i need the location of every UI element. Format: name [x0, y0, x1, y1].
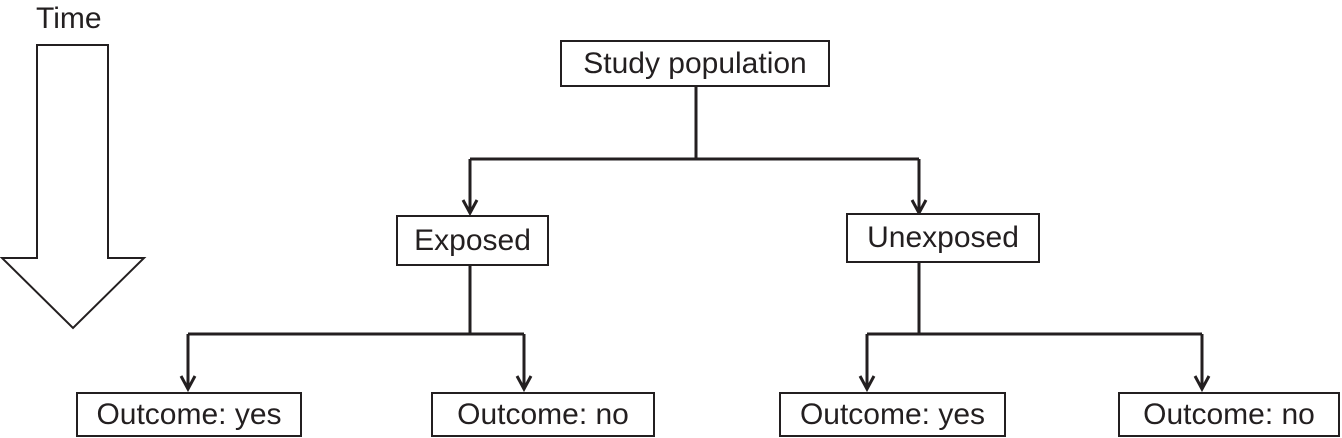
connector-lines — [186, 86, 1204, 388]
arrowhead-exposed-no-icon — [515, 375, 533, 393]
arrowhead-unexposed-no-icon — [1193, 375, 1211, 393]
node-unexposed-outcome-no: Outcome: no — [1118, 392, 1340, 437]
arrowhead-exposed-yes-icon — [179, 375, 197, 393]
node-exposed-outcome-yes: Outcome: yes — [76, 392, 302, 437]
arrowhead-unexposed-yes-icon — [858, 375, 876, 393]
arrowheads — [179, 199, 1211, 393]
node-exposed-outcome-no: Outcome: no — [431, 392, 655, 437]
node-exposed: Exposed — [396, 215, 549, 266]
node-unexposed-outcome-yes: Outcome: yes — [779, 392, 1006, 437]
time-arrow-icon — [0, 44, 147, 330]
node-unexposed: Unexposed — [846, 213, 1040, 263]
time-label: Time — [36, 2, 102, 35]
arrowhead-exposed-icon — [461, 199, 479, 217]
node-study-population: Study population — [560, 40, 830, 87]
